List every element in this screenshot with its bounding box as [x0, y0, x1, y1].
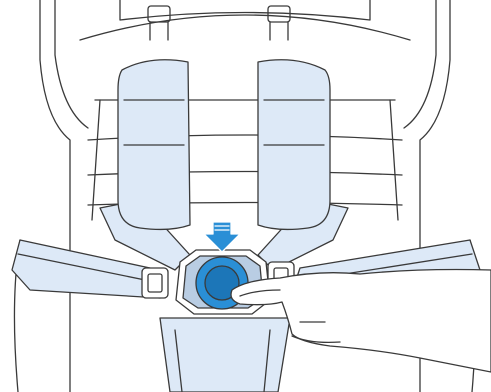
- crotch-strap: [160, 318, 290, 392]
- shoulder-pad-left: [100, 60, 190, 270]
- press-arrow-icon: [204, 222, 240, 252]
- shoulder-pad-right: [258, 60, 348, 270]
- belt-adjuster-left: [142, 268, 168, 298]
